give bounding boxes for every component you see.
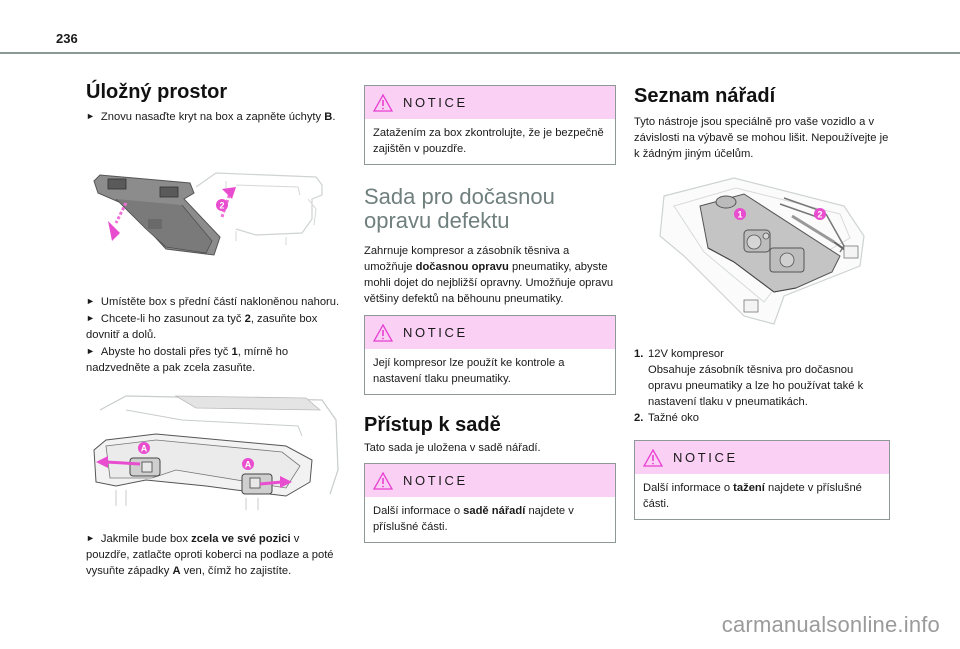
section-title-tool-list: Seznam nářadí xyxy=(634,85,776,107)
callout-1: 1 xyxy=(737,210,742,220)
figure-box-tilted: 2 xyxy=(86,159,342,269)
callout-2: 2 xyxy=(817,210,822,220)
access-description: Tato sada je uložena v sadě nářadí. xyxy=(364,442,541,455)
step-secure-box: ►Jakmile bude box zcela ve své pozici v … xyxy=(86,530,342,579)
list-number: 1. xyxy=(634,348,644,360)
notice-text: Zatažením za box zkontrolujte, že je bez… xyxy=(373,127,604,155)
warning-triangle-icon xyxy=(373,471,393,490)
figure-tool-kit: 1 2 xyxy=(644,176,890,326)
notice-header: NOTICE xyxy=(365,464,615,498)
section-title-repair-kit: Sada pro dočasnou opravu defektu xyxy=(364,184,555,234)
column-repair-kit: NOTICE Zatažením za box zkontrolujte, že… xyxy=(364,80,616,544)
notice-title: NOTICE xyxy=(403,325,468,341)
notice-box-check: NOTICE Zatažením za box zkontrolujte, že… xyxy=(364,85,616,165)
repair-kit-description: Zahrnuje kompresor a zásobník těsniva a … xyxy=(364,245,614,306)
list-item: 1. 12V kompresor Obsahuje zásobník těsni… xyxy=(634,346,890,410)
step-replace-cover: ►Znovu nasaďte kryt na box a zapněte úch… xyxy=(86,108,342,125)
list-item: 2. Tažné oko xyxy=(634,410,890,426)
bullet-triangle-icon: ► xyxy=(86,111,95,121)
list-label: Tažné oko xyxy=(648,412,699,424)
warning-triangle-icon xyxy=(373,93,393,112)
column-storage: Úložný prostor ►Znovu nasaďte kryt na bo… xyxy=(86,80,342,579)
notice-header: NOTICE xyxy=(365,316,615,350)
box-latches-illustration: A A xyxy=(93,395,339,510)
bullet-triangle-icon: ► xyxy=(86,346,95,356)
watermark-link[interactable]: carmanualsonline.info xyxy=(721,612,940,637)
step-slide-behind-bar: ►Chcete-li ho zasunout za tyč 2, zasuňte… xyxy=(86,310,342,343)
tool-list-intro: Tyto nástroje jsou speciálně pro vaše vo… xyxy=(634,116,889,160)
step-position-box: ►Umístěte box s přední částí nakloněnou … xyxy=(86,293,342,310)
notice-title: NOTICE xyxy=(403,95,468,110)
notice-compressor: NOTICE Její kompresor lze použít ke kont… xyxy=(364,315,616,396)
notice-title: NOTICE xyxy=(403,473,468,489)
header-rule xyxy=(0,52,960,54)
list-description: Obsahuje zásobník těsniva pro dočasnou o… xyxy=(648,364,864,408)
step-lift-over-bar: ►Abyste ho dostali přes tyč 1, mírně ho … xyxy=(86,343,342,376)
bullet-triangle-icon: ► xyxy=(86,296,95,306)
tool-kit-illustration: 1 2 xyxy=(659,177,865,325)
notice-title: NOTICE xyxy=(673,450,738,465)
bullet-triangle-icon: ► xyxy=(86,533,95,543)
notice-header: NOTICE xyxy=(635,441,889,474)
notice-tool-kit: NOTICE Další informace o sadě nářadí naj… xyxy=(364,463,616,544)
notice-header: NOTICE xyxy=(365,86,615,119)
page-number: 236 xyxy=(56,31,78,46)
list-number: 2. xyxy=(634,412,644,424)
section-title-access: Přístup k sadě xyxy=(364,414,501,437)
notice-text: Její kompresor lze použít ke kontrole a … xyxy=(373,357,565,386)
notice-text: Další informace o sadě nářadí najdete v … xyxy=(373,505,574,534)
list-label: 12V kompresor xyxy=(648,348,724,360)
notice-text: Další informace o tažení najdete v přísl… xyxy=(643,482,862,510)
notice-towing: NOTICE Další informace o tažení najdete … xyxy=(634,440,890,520)
callout-2: 2 xyxy=(219,201,224,211)
box-tilted-illustration: 2 xyxy=(93,172,323,256)
tool-list: 1. 12V kompresor Obsahuje zásobník těsni… xyxy=(634,346,890,426)
warning-triangle-icon xyxy=(373,323,393,342)
figure-box-latches: A A xyxy=(86,390,342,510)
warning-triangle-icon xyxy=(643,448,663,467)
callout-a-right: A xyxy=(245,460,252,470)
column-tool-list: Seznam nářadí Tyto nástroje jsou speciál… xyxy=(634,80,890,520)
section-title-storage: Úložný prostor xyxy=(86,81,228,103)
bullet-triangle-icon: ► xyxy=(86,313,95,323)
callout-a-left: A xyxy=(141,444,148,454)
